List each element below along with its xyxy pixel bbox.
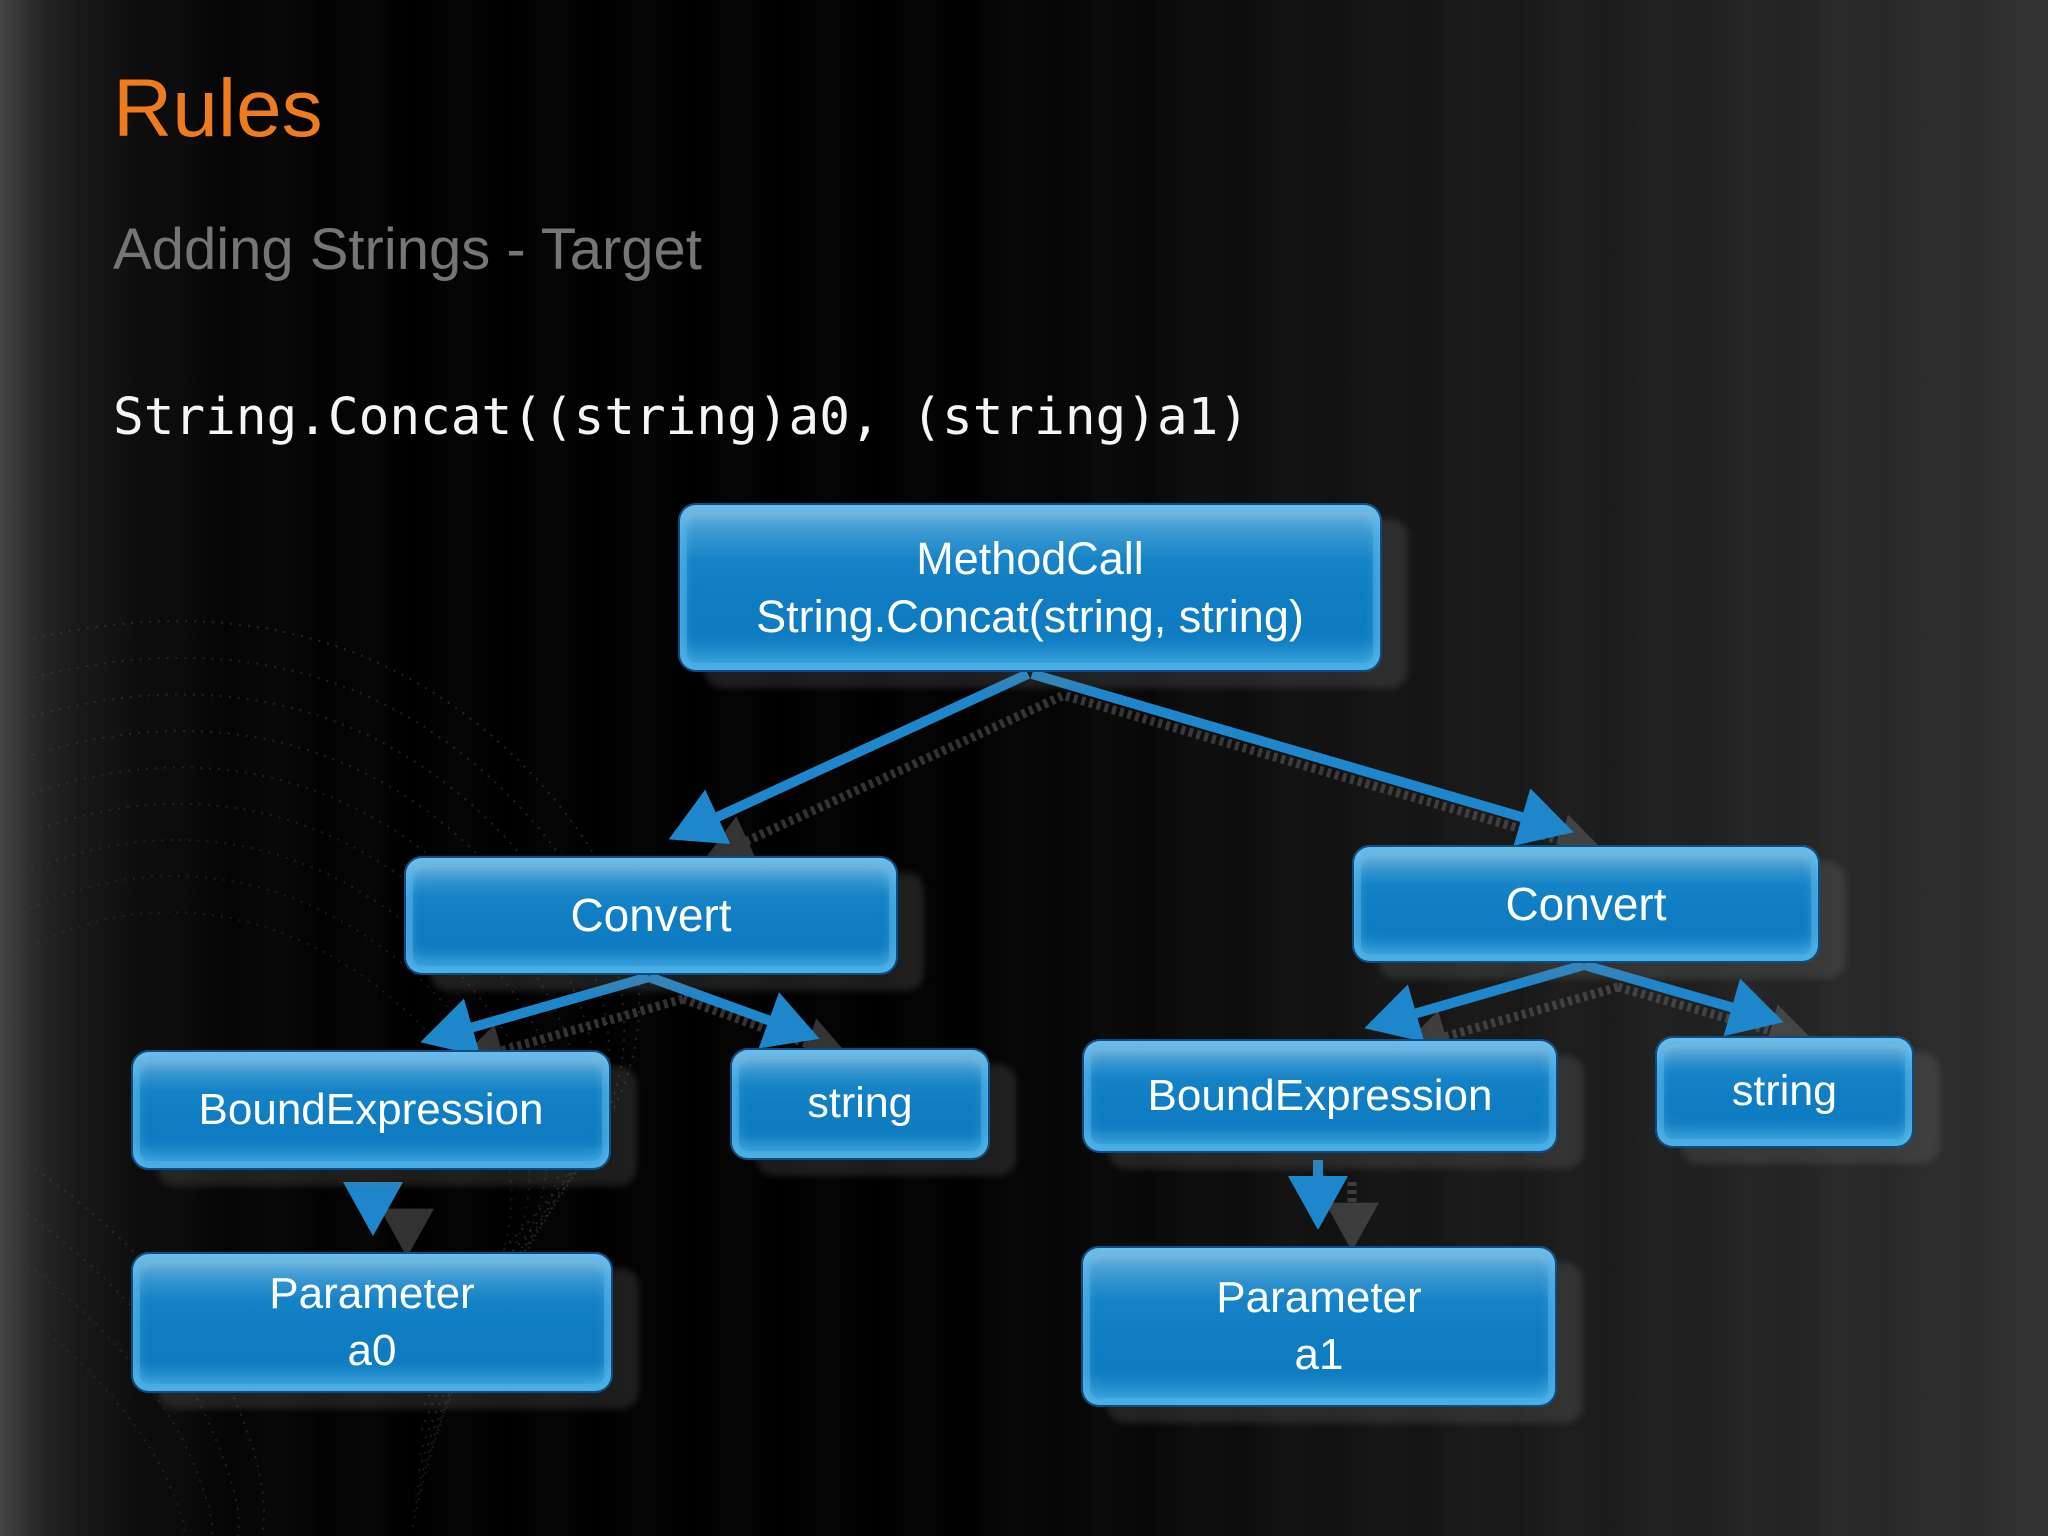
node-string-right: string <box>1655 1036 1914 1148</box>
node-boundexpression-left: BoundExpression <box>131 1050 611 1170</box>
node-convert-right: Convert <box>1352 845 1820 963</box>
node-boundexpression-left-label: BoundExpression <box>198 1084 544 1134</box>
node-parameter-a0: Parameter a0 <box>131 1252 613 1393</box>
node-parameter-a1: Parameter a1 <box>1081 1246 1557 1407</box>
slide-subtitle: Adding Strings - Target <box>113 217 702 282</box>
node-methodcall-type: MethodCall <box>916 532 1144 584</box>
node-parameter-a0-type: Parameter <box>269 1269 475 1319</box>
code-expression: String.Concat((string)a0, (string)a1) <box>113 388 1250 447</box>
node-convert-left-label: Convert <box>570 889 732 942</box>
node-convert-left: Convert <box>404 856 898 975</box>
node-boundexpression-right: BoundExpression <box>1082 1039 1558 1153</box>
node-string-left-label: string <box>807 1079 913 1128</box>
slide-title: Rules <box>113 63 323 154</box>
node-parameter-a1-name: a1 <box>1294 1329 1344 1379</box>
node-boundexpression-right-label: BoundExpression <box>1147 1070 1493 1120</box>
node-string-right-label: string <box>1731 1067 1838 1116</box>
node-parameter-a1-type: Parameter <box>1216 1273 1422 1323</box>
node-methodcall: MethodCall String.Concat(string, string) <box>678 503 1382 672</box>
node-string-left: string <box>730 1048 990 1160</box>
node-parameter-a0-name: a0 <box>347 1325 397 1375</box>
node-convert-right-label: Convert <box>1505 877 1667 930</box>
node-methodcall-detail: String.Concat(string, string) <box>756 590 1304 642</box>
